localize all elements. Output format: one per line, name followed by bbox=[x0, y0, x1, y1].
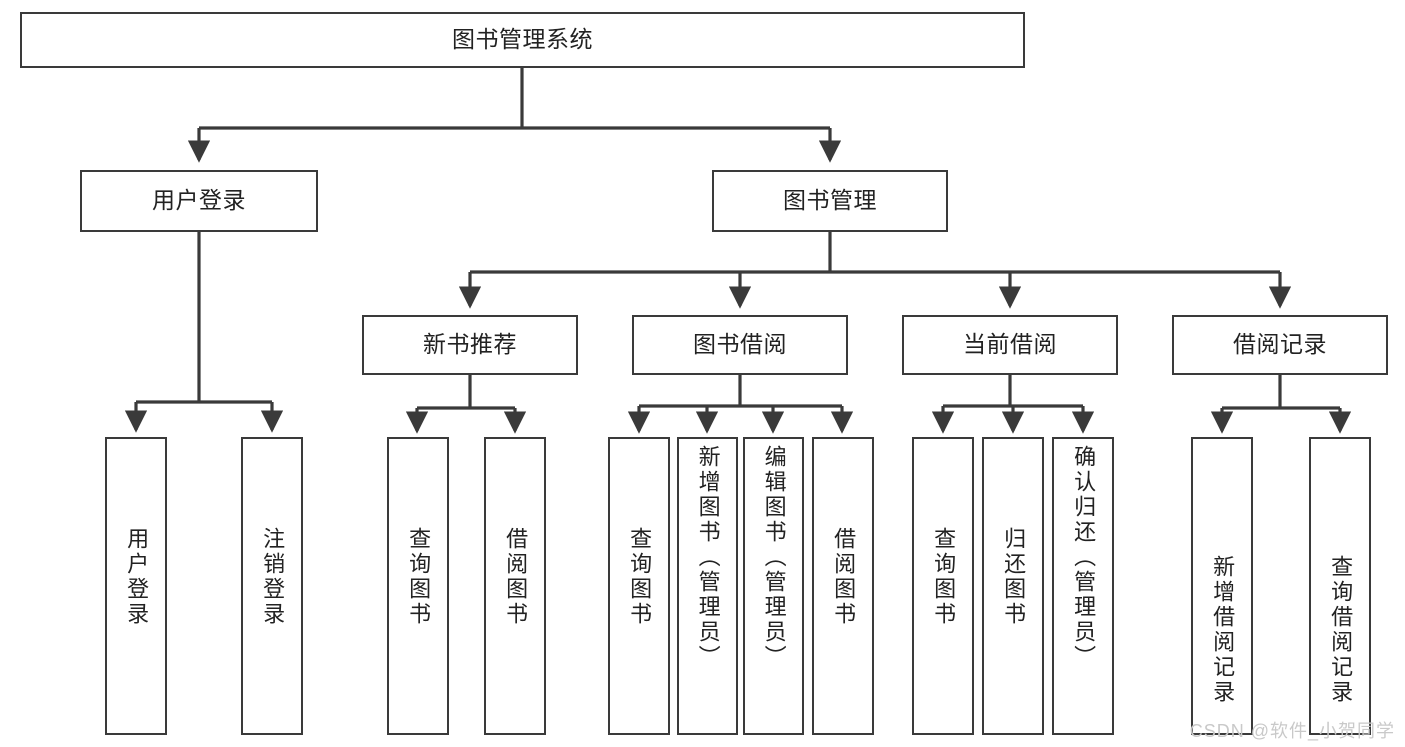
node-label: 新增图书（管理员） bbox=[695, 445, 721, 670]
leaf-user-login-logout[interactable]: 注销登录 bbox=[241, 437, 303, 735]
leaf-book-borrow-borrow[interactable]: 借阅图书 bbox=[812, 437, 874, 735]
leaf-borrow-record-add[interactable]: 新增借阅记录 bbox=[1191, 437, 1253, 735]
node-label: 借阅图书 bbox=[503, 527, 529, 627]
node-label: 查询图书 bbox=[627, 527, 653, 627]
node-label: 注销登录 bbox=[260, 527, 286, 627]
node-current-borrow[interactable]: 当前借阅 bbox=[902, 315, 1118, 375]
node-label: 图书管理系统 bbox=[452, 26, 593, 53]
node-label: 查询图书 bbox=[931, 527, 957, 627]
node-label: 编辑图书（管理员） bbox=[761, 445, 787, 670]
leaf-current-borrow-query[interactable]: 查询图书 bbox=[912, 437, 974, 735]
leaf-book-borrow-query[interactable]: 查询图书 bbox=[608, 437, 670, 735]
node-label: 归还图书 bbox=[1001, 527, 1027, 627]
node-label: 当前借阅 bbox=[963, 331, 1057, 358]
node-label: 查询借阅记录 bbox=[1328, 555, 1354, 705]
node-new-book-recommend[interactable]: 新书推荐 bbox=[362, 315, 578, 375]
node-root-system[interactable]: 图书管理系统 bbox=[20, 12, 1025, 68]
leaf-book-borrow-edit[interactable]: 编辑图书（管理员） bbox=[743, 437, 804, 735]
leaf-current-borrow-confirm-return[interactable]: 确认归还（管理员） bbox=[1052, 437, 1114, 735]
leaf-new-book-query[interactable]: 查询图书 bbox=[387, 437, 449, 735]
leaf-current-borrow-return[interactable]: 归还图书 bbox=[982, 437, 1044, 735]
leaf-book-borrow-add[interactable]: 新增图书（管理员） bbox=[677, 437, 738, 735]
node-label: 新增借阅记录 bbox=[1210, 555, 1236, 705]
node-label: 借阅图书 bbox=[831, 527, 857, 627]
node-label: 确认归还（管理员） bbox=[1071, 445, 1097, 670]
leaf-borrow-record-query[interactable]: 查询借阅记录 bbox=[1309, 437, 1371, 735]
node-label: 用户登录 bbox=[152, 187, 246, 214]
csdn-watermark: CSDN @软件_小贺同学 bbox=[1189, 721, 1395, 741]
node-label: 图书借阅 bbox=[693, 331, 787, 358]
leaf-user-login-login[interactable]: 用户登录 bbox=[105, 437, 167, 735]
node-label: 用户登录 bbox=[124, 527, 150, 627]
node-book-borrow[interactable]: 图书借阅 bbox=[632, 315, 848, 375]
node-label: 新书推荐 bbox=[423, 331, 517, 358]
node-label: 借阅记录 bbox=[1233, 331, 1327, 358]
node-book-management[interactable]: 图书管理 bbox=[712, 170, 948, 232]
node-label: 查询图书 bbox=[406, 527, 432, 627]
node-label: 图书管理 bbox=[783, 187, 877, 214]
leaf-new-book-borrow[interactable]: 借阅图书 bbox=[484, 437, 546, 735]
node-user-login[interactable]: 用户登录 bbox=[80, 170, 318, 232]
node-borrow-record[interactable]: 借阅记录 bbox=[1172, 315, 1388, 375]
